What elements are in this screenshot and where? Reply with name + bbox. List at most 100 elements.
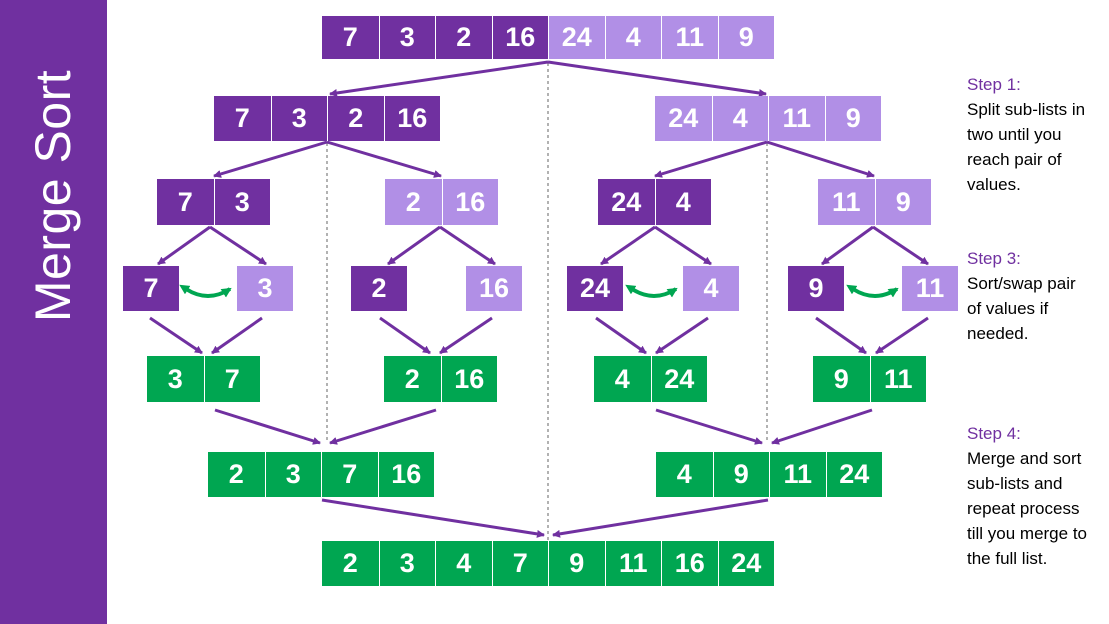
row-split-1-cell: 11: [768, 96, 825, 141]
row-split-1-cell: 7: [214, 96, 271, 141]
sidebar: Merge Sort: [0, 0, 107, 624]
row-single-value-cell: 9: [788, 266, 844, 311]
row-merged-pairs-cell: 9: [813, 356, 870, 402]
row-original-cell: 9: [717, 16, 774, 59]
step-4-line: the full list.: [967, 549, 1048, 568]
row-split-2-cell: 16: [441, 179, 498, 225]
split-arrow: [821, 225, 874, 266]
row-split-2-cell: 4: [654, 179, 711, 225]
merge-arrow: [214, 408, 321, 445]
split-arrow: [439, 225, 496, 266]
split-arrow: [600, 225, 656, 266]
step-4-line: repeat process: [967, 499, 1080, 518]
row-split-1-cell: 9: [824, 96, 881, 141]
split-arrow: [766, 140, 875, 178]
merge-arrow: [329, 408, 437, 445]
row-split-2-cell: 7: [157, 179, 214, 225]
row-merged-quads-cell: 7: [321, 452, 378, 497]
row-original-cell: 7: [322, 16, 379, 59]
row-merged-quads-cell: 4: [656, 452, 713, 497]
merge-arrow: [439, 316, 493, 355]
step-1-line: reach pair of: [967, 150, 1062, 169]
row-sorted-cell: 7: [491, 541, 548, 586]
row-single-value-cell: 7: [123, 266, 179, 311]
row-sorted-cell: 4: [435, 541, 492, 586]
split-arrow: [547, 60, 767, 97]
row-single-value-cell: 11: [902, 266, 958, 311]
row-sorted-cell: 24: [717, 541, 774, 586]
split-arrow: [213, 140, 328, 178]
merge-arrow: [379, 316, 431, 355]
merge-arrow: [815, 316, 867, 355]
row-single-value-cell: 24: [567, 266, 623, 311]
row-sorted-cell: 16: [661, 541, 718, 586]
merge-arrow: [655, 316, 709, 355]
step-1: Step 1: Split sub-lists in two until you…: [967, 72, 1107, 197]
row-merged-quads-cell: 24: [825, 452, 882, 497]
step-3-line: needed.: [967, 324, 1029, 343]
step-4-line: till you merge to: [967, 524, 1087, 543]
row-split-2-cell: 3: [213, 179, 270, 225]
step-4-title: Step 4:: [967, 424, 1021, 443]
merge-arrow: [875, 316, 929, 355]
step-4-line: Merge and sort: [967, 449, 1082, 468]
row-sorted-cell: 11: [604, 541, 661, 586]
row-single-value-cell: 3: [237, 266, 293, 311]
row-split-1-cell: 24: [655, 96, 712, 141]
row-merged-pairs-cell: 11: [869, 356, 926, 402]
merge-arrow: [552, 498, 769, 538]
row-merged-pairs-cell: 7: [203, 356, 260, 402]
merge-arrow: [595, 316, 647, 355]
merge-arrow: [211, 316, 263, 355]
row-merged-pairs-cell: 16: [440, 356, 497, 402]
row-split-1-cell: 4: [711, 96, 768, 141]
step-3-line: of values if: [967, 299, 1049, 318]
row-merged-pairs-cell: 4: [594, 356, 651, 402]
row-split-2-cell: 9: [874, 179, 931, 225]
split-arrow: [209, 225, 267, 266]
row-split-1-cell: 16: [383, 96, 440, 141]
row-original-cell: 16: [491, 16, 548, 59]
merge-arrow: [321, 498, 545, 538]
row-split-1-cell: 3: [270, 96, 327, 141]
row-merged-quads-cell: 2: [208, 452, 265, 497]
row-merged-quads-cell: 3: [264, 452, 321, 497]
step-1-title: Step 1:: [967, 75, 1021, 94]
swap-arrow-icon: [179, 284, 232, 298]
row-original-cell: 3: [378, 16, 435, 59]
step-1-line: values.: [967, 175, 1021, 194]
merge-arrow: [655, 408, 763, 445]
split-arrow: [654, 140, 768, 178]
swap-arrow-icon: [846, 284, 899, 298]
step-1-line: Split sub-lists in: [967, 100, 1086, 119]
row-merged-quads-cell: 16: [377, 452, 434, 497]
row-sorted-cell: 9: [548, 541, 605, 586]
step-3: Step 3: Sort/swap pair of values if need…: [967, 246, 1107, 346]
step-1-line: two until you: [967, 125, 1062, 144]
split-arrow: [654, 225, 712, 266]
row-merged-pairs-cell: 24: [650, 356, 707, 402]
step-3-line: Sort/swap pair: [967, 274, 1076, 293]
row-single-value-cell: 2: [351, 266, 407, 311]
swap-arrow-icon: [625, 284, 678, 298]
row-sorted-cell: 3: [378, 541, 435, 586]
merge-arrow: [771, 408, 873, 445]
row-split-2-cell: 11: [818, 179, 875, 225]
row-merged-quads-cell: 11: [769, 452, 826, 497]
row-original-cell: 24: [548, 16, 605, 59]
split-arrow: [872, 225, 929, 266]
split-arrow: [329, 60, 549, 97]
row-single-value-cell: 4: [683, 266, 739, 311]
split-arrow: [326, 140, 442, 178]
row-original-cell: 2: [435, 16, 492, 59]
row-merged-quads-cell: 9: [712, 452, 769, 497]
step-4: Step 4: Merge and sort sub-lists and rep…: [967, 421, 1107, 571]
row-merged-pairs-cell: 2: [384, 356, 441, 402]
merge-arrow: [149, 316, 203, 355]
row-original-cell: 4: [604, 16, 661, 59]
step-4-line: sub-lists and: [967, 474, 1063, 493]
row-original-cell: 11: [661, 16, 718, 59]
step-3-title: Step 3:: [967, 249, 1021, 268]
split-arrow: [387, 225, 441, 266]
